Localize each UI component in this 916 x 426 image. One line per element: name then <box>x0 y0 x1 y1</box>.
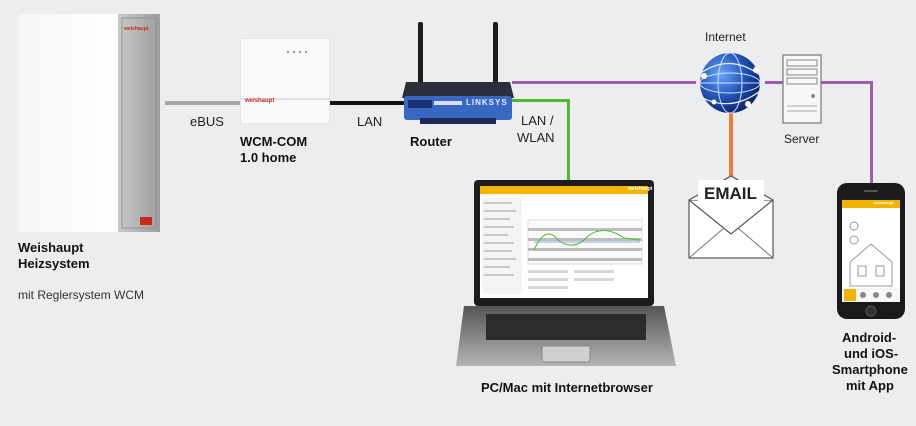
lan-line <box>330 101 410 105</box>
phone-caption-line3: Smartphone <box>832 362 908 377</box>
ebus-line <box>165 101 241 105</box>
server-icon <box>782 54 822 124</box>
internet-line-down <box>870 81 873 185</box>
heating-title-line2: Heizsystem <box>18 256 90 271</box>
lan-wlan-label-line1: LAN / <box>521 113 554 128</box>
wcm-brand-label: weishaupt <box>245 98 275 104</box>
email-label: EMAIL <box>704 184 757 203</box>
internet-label: Internet <box>705 30 746 44</box>
wlan-line-h <box>512 99 570 102</box>
phone-caption-line1: Android- <box>842 330 897 345</box>
phone-caption-line2: und iOS- <box>844 346 899 361</box>
ebus-label: eBUS <box>190 114 224 129</box>
wlan-line-v <box>567 99 570 183</box>
phone-screen-brand: weishaupt <box>874 200 894 205</box>
wcm-title-line2: 1.0 home <box>240 150 297 165</box>
router-brand-label: LINKSYS <box>466 98 508 107</box>
internet-globe-icon <box>690 48 770 118</box>
router-device <box>400 18 516 128</box>
wcm-com-device <box>239 37 331 125</box>
email-envelope-icon <box>688 172 774 260</box>
wcm-title-line1: WCM-COM <box>240 134 308 149</box>
heating-brand-label: weishaupt <box>124 26 149 32</box>
server-label: Server <box>784 132 820 146</box>
laptop-caption: PC/Mac mit Internetbrowser <box>481 380 653 395</box>
router-title: Router <box>410 134 452 149</box>
heating-title-line1: Weishaupt <box>18 240 84 255</box>
smartphone-device <box>836 182 906 320</box>
heating-subtitle: mit Reglersystem WCM <box>18 288 145 302</box>
email-line <box>729 112 733 184</box>
lan-wlan-label-line2: WLAN <box>517 130 555 145</box>
laptop-screen-brand: weishaupt <box>628 186 653 192</box>
internet-line-left <box>512 81 696 84</box>
laptop-device <box>454 180 678 372</box>
phone-caption-line4: mit App <box>846 378 894 393</box>
lan-label: LAN <box>357 114 383 129</box>
heating-system-unit <box>18 14 160 232</box>
